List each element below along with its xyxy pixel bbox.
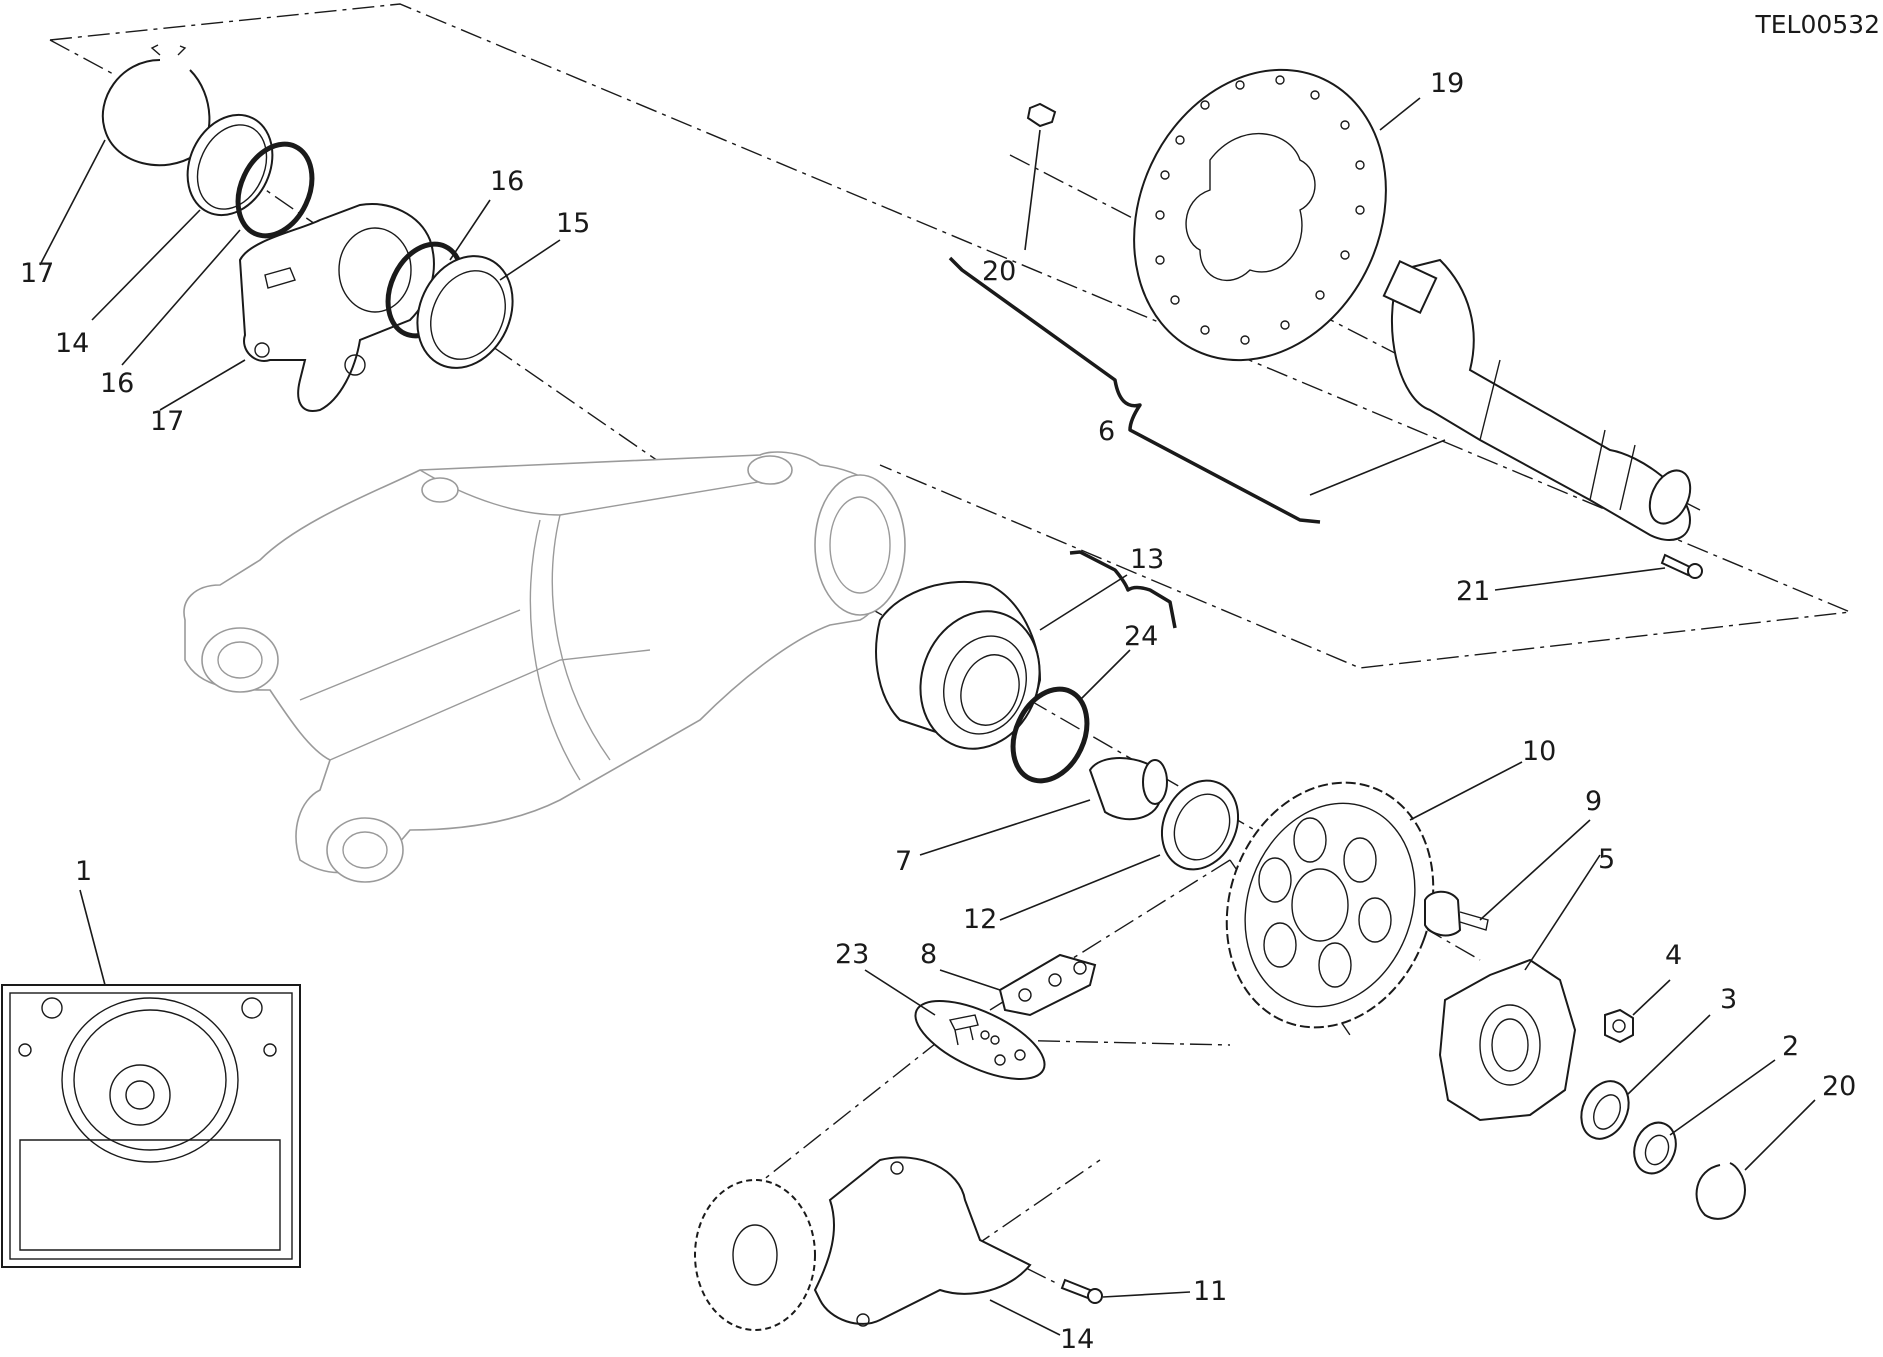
callout-15-left: 14 (55, 328, 89, 359)
callout-19: 19 (1430, 68, 1464, 99)
callout-23: 23 (835, 939, 869, 970)
front-sprocket (694, 1179, 816, 1331)
eccentric-hub-13 (875, 581, 1042, 750)
callout-20: 20 (1822, 1071, 1856, 1102)
o-ring-left (235, 141, 315, 239)
callout-17: 17 (150, 406, 184, 437)
screw-11 (1060, 1278, 1103, 1304)
callout-11: 11 (1193, 1276, 1227, 1307)
o-ring-24 (1010, 686, 1090, 784)
stud-9 (1424, 890, 1489, 937)
callout-15-right: 15 (556, 208, 590, 239)
brake-disc-19 (1133, 68, 1387, 362)
sprocket-flange-5 (1438, 958, 1577, 1122)
callout-10: 10 (1522, 736, 1556, 767)
screw-21 (1660, 553, 1703, 579)
callout-24: 24 (1124, 621, 1158, 652)
callout-4: 4 (1665, 940, 1682, 971)
circlip-20 (1695, 1162, 1747, 1220)
callout-5: 5 (1598, 844, 1615, 875)
rear-sprocket-10 (1225, 781, 1435, 1029)
callout-21: 21 (1456, 576, 1490, 607)
hub-axle (1382, 258, 1692, 541)
sprocket-cover-14 (813, 1156, 1032, 1327)
group-brace-13 (1069, 550, 1177, 629)
callout-12: 12 (963, 904, 997, 935)
callout-7: 7 (895, 846, 912, 877)
seal-ring-left (186, 113, 274, 217)
seal-ring-right (416, 255, 514, 369)
callout-6: 6 (1098, 416, 1115, 447)
callout-9: 9 (1585, 786, 1602, 817)
callout-13: 13 (1130, 544, 1164, 575)
stud-22 (1026, 102, 1057, 128)
callout-3: 3 (1720, 984, 1737, 1015)
callout-22: 20 (982, 256, 1016, 287)
chain-link-8 (998, 953, 1097, 1017)
inset-detail-1 (1, 984, 301, 1268)
caliper-bracket-17 (238, 203, 435, 412)
seal-12 (1161, 779, 1239, 871)
drawing-code: TEL00532 (1754, 10, 1880, 39)
ring-nut-2 (1633, 1121, 1677, 1175)
callout-16-right: 16 (490, 166, 524, 197)
group-brace-6 (948, 256, 1321, 524)
callout-16-left: 16 (100, 368, 134, 399)
washer-3 (1580, 1080, 1630, 1140)
swingarm (183, 451, 906, 883)
callout-labels: 17 14 16 17 16 15 20 19 6 21 13 24 7 12 … (20, 68, 1856, 1355)
spacer-7 (1088, 757, 1168, 821)
leader-lines (39, 97, 1816, 1336)
callout-14: 14 (1060, 1324, 1094, 1355)
callout-18: 17 (20, 258, 54, 289)
callout-2: 2 (1782, 1031, 1799, 1062)
nut-4 (1604, 1008, 1634, 1044)
circlip-18 (101, 44, 211, 167)
callout-1: 1 (75, 856, 92, 887)
chain-link-kit-23 (914, 1000, 1046, 1080)
callout-8: 8 (920, 939, 937, 970)
